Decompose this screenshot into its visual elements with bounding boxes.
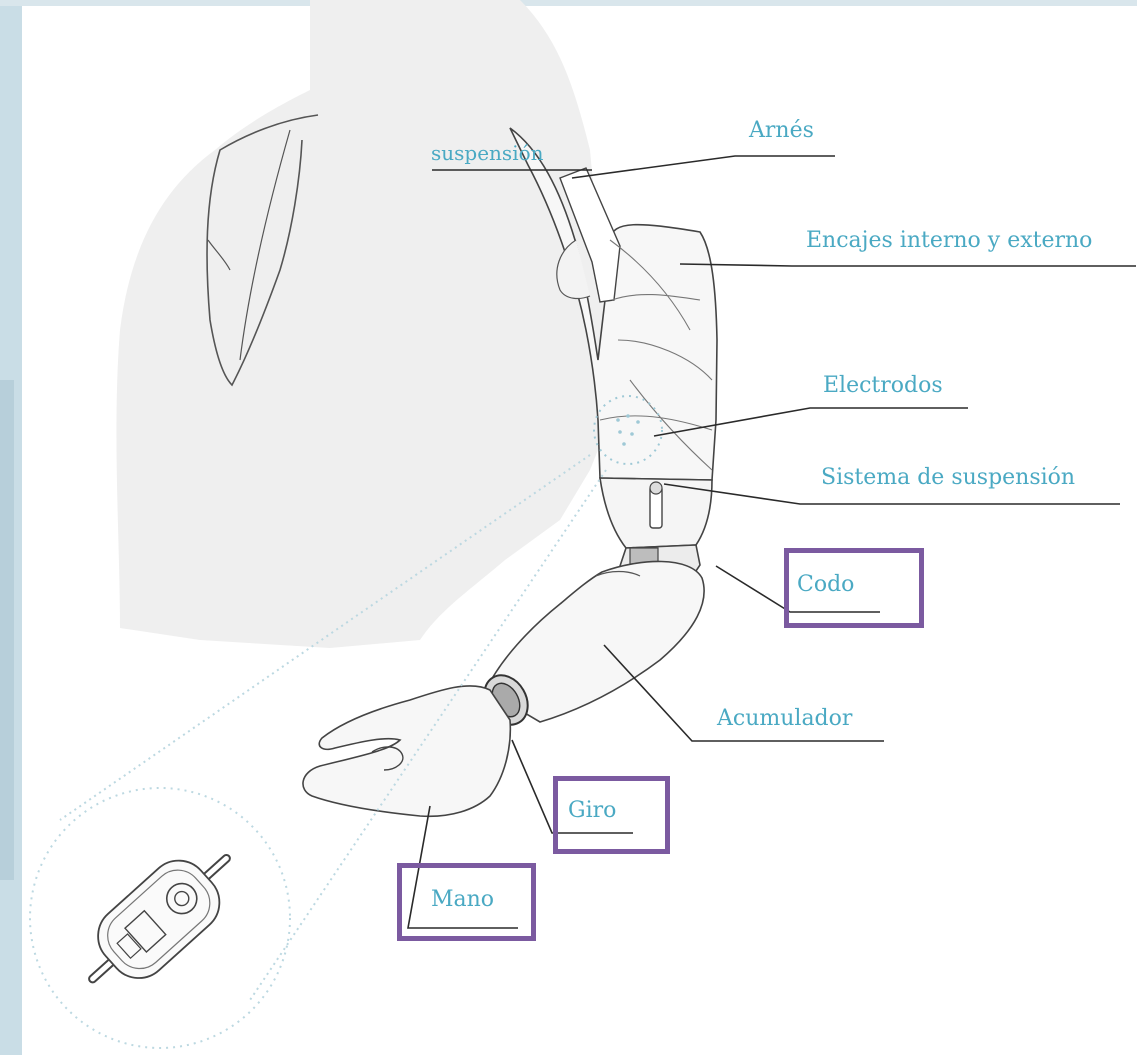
label-suspension-top: suspensión — [431, 143, 544, 163]
prosthetic-hand — [303, 686, 510, 816]
label-codo: Codo — [797, 574, 854, 596]
label-mano: Mano — [431, 889, 494, 911]
left-edge-strip-shade — [0, 380, 14, 880]
label-encajes: Encajes interno y externo — [806, 230, 1092, 252]
leader-arnes — [572, 156, 835, 178]
suspension-pin-head — [650, 482, 662, 494]
label-giro: Giro — [568, 800, 616, 822]
torso-silhouette — [116, 0, 610, 648]
label-acumulador: Acumulador — [717, 708, 852, 730]
label-sistema-suspension: Sistema de suspensión — [821, 467, 1075, 489]
label-electrodos: Electrodos — [823, 375, 943, 397]
leader-encajes — [680, 264, 1136, 266]
label-arnes: Arnés — [749, 120, 814, 142]
top-edge-strip — [0, 0, 1137, 6]
electrode-detail — [67, 830, 252, 1007]
